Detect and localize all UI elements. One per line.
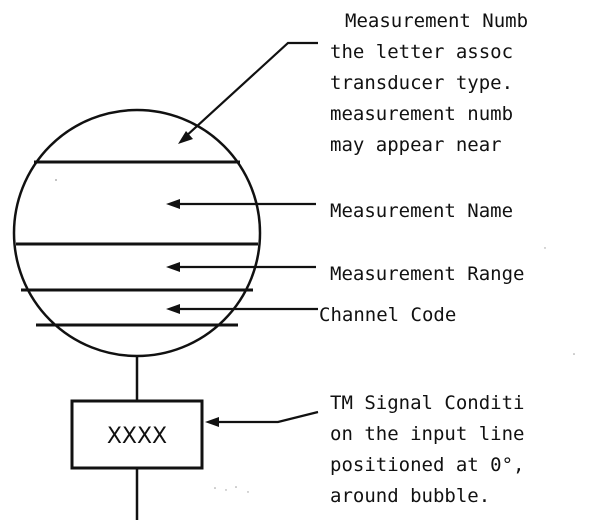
leader-measurement-name <box>166 199 316 209</box>
bubble-outline <box>12 108 262 358</box>
measurement-bubble <box>12 108 262 358</box>
signal-conditioner-note-line-2: on the input line <box>330 423 524 445</box>
leader-channel-code <box>166 304 318 314</box>
measurement-range-label: Measurement Range <box>330 263 524 285</box>
measurement-number-note-line-5: may appear near <box>330 134 502 156</box>
measurement-number-note-line-3: transducer type. <box>330 72 513 94</box>
leader-signal-conditioner <box>205 410 319 427</box>
signal-conditioner-note-line-1: TM Signal Conditi <box>330 392 524 414</box>
leader-measurement-number <box>178 41 318 144</box>
signal-conditioner-note: TM Signal Conditi on the input line posi… <box>330 392 524 507</box>
measurement-number-note-line-4: measurement numb <box>330 103 513 125</box>
signal-conditioner-note-line-4: around bubble. <box>330 485 490 507</box>
scan-specks <box>55 179 575 493</box>
signal-conditioner-note-line-3: positioned at 0°, <box>330 454 524 476</box>
measurement-number-note-line-1: Measurement Numb <box>345 10 528 32</box>
measurement-name-label: Measurement Name <box>330 200 513 222</box>
channel-code-label: Channel Code <box>319 304 456 326</box>
measurement-number-note: Measurement Numb the letter assoc transd… <box>330 10 528 156</box>
leader-measurement-range <box>166 262 316 272</box>
measurement-number-note-line-2: the letter assoc <box>330 41 513 63</box>
signal-conditioner-label: XXXX <box>107 424 167 449</box>
